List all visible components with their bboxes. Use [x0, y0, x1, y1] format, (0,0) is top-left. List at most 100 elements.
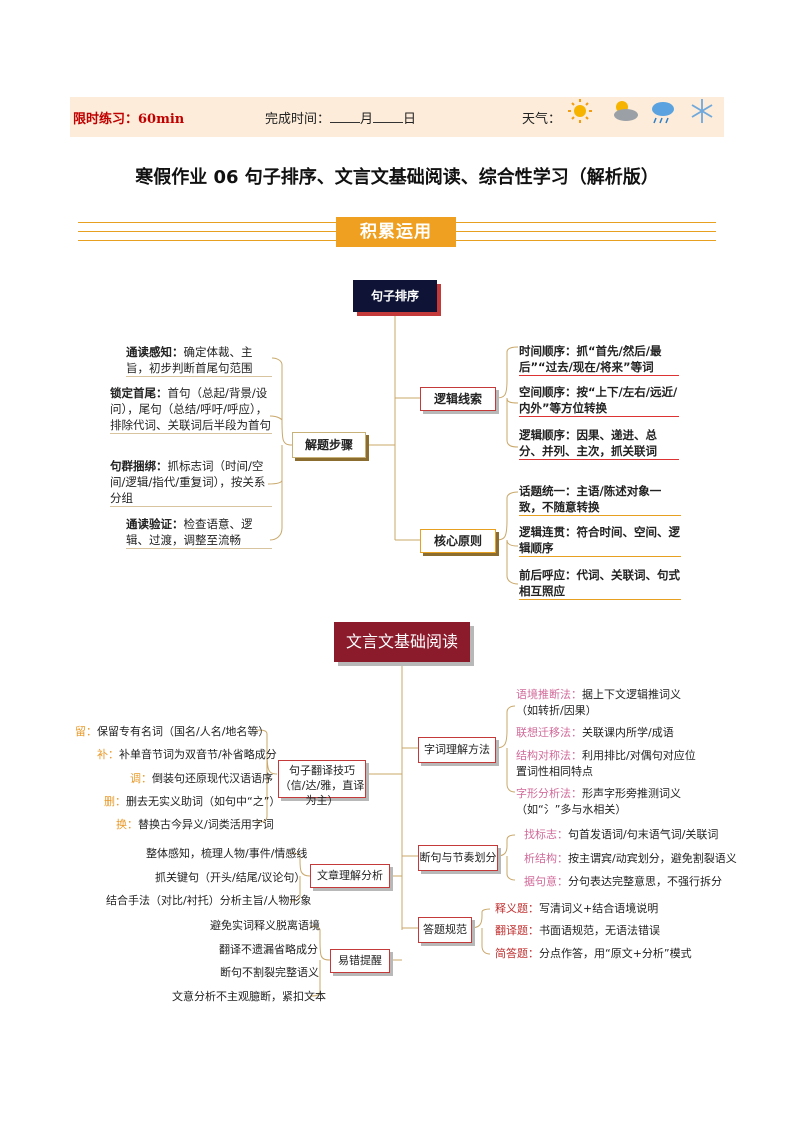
time-limit: 限时练习：60min — [73, 112, 185, 127]
logic-node: 逻辑线索 — [420, 387, 496, 411]
rain-cloud-icon — [652, 102, 674, 124]
answer-item-text: 书面语规范，无语法错误 — [539, 924, 660, 937]
translate-item-head: 调： — [130, 772, 152, 785]
map1-connectors — [267, 312, 519, 585]
translate-item-head: 换： — [116, 818, 138, 831]
word-item: 字形分析法：形声字形旁推测词义（如“氵”多与水相关） — [516, 786, 696, 818]
pause-item-head: 析结构： — [524, 852, 568, 865]
core-node: 核心原则 — [420, 529, 496, 553]
logic-item-head: 时间顺序： — [519, 344, 577, 358]
mistake-item: 断句不割裂完整语义 — [220, 966, 319, 979]
pause-item-text: 按主谓宾/动宾划分，避免割裂语义 — [568, 852, 737, 865]
word-item: 联想迁移法：关联课内所学/成语 — [516, 725, 696, 741]
core-item-head: 话题统一： — [519, 484, 577, 498]
step-item-text: 确定体裁、主旨，初步判断首尾句范围 — [126, 345, 253, 375]
translate-item-text: 替换古今异义/词类活用字词 — [138, 818, 274, 831]
translate-item-text: 保留专有名词（国名/人名/地名等） — [97, 725, 270, 738]
translate-item: 留：保留专有名词（国名/人名/地名等） — [75, 724, 269, 740]
translate-item-head: 删： — [104, 795, 126, 808]
logic-item: 时间顺序：抓“首先/然后/最后”“过去/现在/将来”等词 — [519, 343, 679, 376]
pause-item-head: 找标志： — [524, 828, 568, 841]
analysis-item: 结合手法（对比/衬托）分析主旨/人物形象 — [106, 894, 312, 907]
translate-item-head: 留： — [75, 725, 97, 738]
core-item-head: 前后呼应： — [519, 568, 577, 582]
analysis-node: 文章理解分析 — [310, 864, 390, 888]
core-item-text: 代词、关联词、句式相互照应 — [519, 568, 680, 598]
day-blank — [373, 110, 404, 123]
answer-item-text: 分点作答，用“原文+分析”模式 — [539, 947, 692, 960]
translate-item: 调：倒装句还原现代汉语语序 — [130, 771, 273, 787]
pause-item: 析结构：按主谓宾/动宾划分，避免割裂语义 — [524, 851, 737, 867]
answer-node: 答题规范 — [418, 917, 472, 943]
section-tag: 积累运用 — [336, 217, 456, 247]
word-item-head: 联想迁移法： — [516, 726, 582, 739]
answer-item: 翻译题：书面语规范，无语法错误 — [495, 923, 660, 939]
month-blank — [330, 110, 361, 123]
weather-icons — [568, 99, 713, 124]
step-item-head: 句群捆绑： — [110, 459, 168, 473]
logic-item-head: 逻辑顺序： — [519, 428, 577, 442]
word-item-head: 结构对称法： — [516, 749, 582, 762]
answer-item: 简答题：分点作答，用“原文+分析”模式 — [495, 946, 692, 962]
pause-item: 找标志：句首发语词/句末语气词/关联词 — [524, 827, 718, 843]
translate-item-text: 补单音节词为双音节/补省略成分 — [119, 748, 277, 761]
step-item: 锁定首尾：首句（总起/背景/设问），尾句（总结/呼吁/呼应），排除代词、关联词后… — [110, 385, 272, 434]
map1-root: 句子排序 — [353, 280, 437, 312]
logic-item: 逻辑顺序：因果、递进、总分、并列、主次，抓关联词 — [519, 427, 679, 460]
word-item-text: 形声字形旁推测词义（如“氵”多与水相关） — [516, 787, 681, 816]
mistake-item: 文意分析不主观臆断，紧扣文本 — [172, 990, 326, 1003]
logic-item-text: 按“上下/左右/远近/内外”等方位转换 — [519, 385, 678, 415]
core-item-head: 逻辑连贯： — [519, 525, 577, 539]
mistake-item: 翻译不遗漏省略成分 — [219, 943, 318, 956]
answer-item-head: 翻译题： — [495, 924, 539, 937]
mistake-item: 避免实词释义脱离语境 — [210, 919, 320, 932]
step-item-text: 抓标志词（时间/空间/逻辑/指代/重复词），按关系分组 — [110, 459, 266, 505]
translate-node: 句子翻译技巧（信/达/雅，直译为主） — [278, 760, 366, 807]
step-item-text: 检查语意、逻辑、过渡，调整至流畅 — [126, 517, 253, 547]
answer-item-head: 释义题： — [495, 902, 539, 915]
answer-item-head: 简答题： — [495, 947, 539, 960]
translate-item-text: 删去无实义助词（如句中“之”） — [126, 795, 281, 808]
step-item-head: 通读感知： — [126, 345, 184, 359]
finish-label: 完成时间： — [265, 112, 331, 127]
analysis-item: 整体感知，梳理人物/事件/情感线 — [146, 847, 308, 860]
map2-connectors — [255, 666, 516, 997]
translate-item: 补：补单音节词为双音节/补省略成分 — [97, 747, 277, 763]
logic-item-head: 空间顺序： — [519, 385, 577, 399]
step-item: 句群捆绑：抓标志词（时间/空间/逻辑/指代/重复词），按关系分组 — [110, 458, 272, 507]
logic-item-text: 抓“首先/然后/最后”“过去/现在/将来”等词 — [519, 344, 662, 374]
core-item-text: 主语/陈述对象一致，不随意转换 — [519, 484, 662, 514]
translate-item-text: 倒装句还原现代汉语语序 — [152, 772, 273, 785]
step-item: 通读验证：检查语意、逻辑、过渡，调整至流畅 — [126, 516, 272, 549]
snowflake-icon — [691, 99, 713, 123]
word-item-head: 语境推断法： — [516, 688, 582, 701]
pause-item-text: 分句表达完整意思，不强行拆分 — [568, 875, 722, 888]
sun-icon — [568, 99, 592, 123]
core-item: 话题统一：主语/陈述对象一致，不随意转换 — [519, 483, 681, 516]
finish-time: 完成时间：月日 — [265, 108, 416, 127]
translate-item-head: 补： — [97, 748, 119, 761]
map2-root: 文言文基础阅读 — [334, 622, 470, 662]
answer-item: 释义题：写清词义+结合语境说明 — [495, 901, 658, 917]
word-item-text: 利用排比/对偶句对应位置词性相同特点 — [516, 749, 696, 778]
step-item-head: 通读验证： — [126, 517, 184, 531]
step-item-head: 锁定首尾： — [110, 386, 168, 400]
word-item-text: 据上下文逻辑推词义（如转折/因果） — [516, 688, 681, 717]
translate-item: 换：替换古今异义/词类活用字词 — [116, 817, 274, 833]
words-node: 字词理解方法 — [418, 737, 496, 763]
mistakes-node: 易错提醒 — [330, 949, 390, 973]
cloudy-sun-icon — [614, 101, 638, 121]
core-item: 前后呼应：代词、关联词、句式相互照应 — [519, 567, 681, 600]
core-item: 逻辑连贯：符合时间、空间、逻辑顺序 — [519, 524, 681, 557]
logic-item-text: 因果、递进、总分、并列、主次，抓关联词 — [519, 428, 657, 458]
step-item-text: 首句（总起/背景/设问），尾句（总结/呼吁/呼应），排除代词、关联词后半段为首句 — [110, 386, 271, 432]
pause-node: 断句与节奏划分 — [418, 845, 498, 871]
day-label: 日 — [403, 112, 417, 127]
word-item: 语境推断法：据上下文逻辑推词义（如转折/因果） — [516, 687, 696, 719]
pause-item-head: 据句意： — [524, 875, 568, 888]
analysis-item: 抓关键句（开头/结尾/议论句） — [155, 871, 306, 884]
step-item: 通读感知：确定体裁、主旨，初步判断首尾句范围 — [126, 344, 272, 377]
core-item-text: 符合时间、空间、逻辑顺序 — [519, 525, 680, 555]
word-item: 结构对称法：利用排比/对偶句对应位置词性相同特点 — [516, 748, 706, 780]
answer-item-text: 写清词义+结合语境说明 — [539, 902, 659, 915]
